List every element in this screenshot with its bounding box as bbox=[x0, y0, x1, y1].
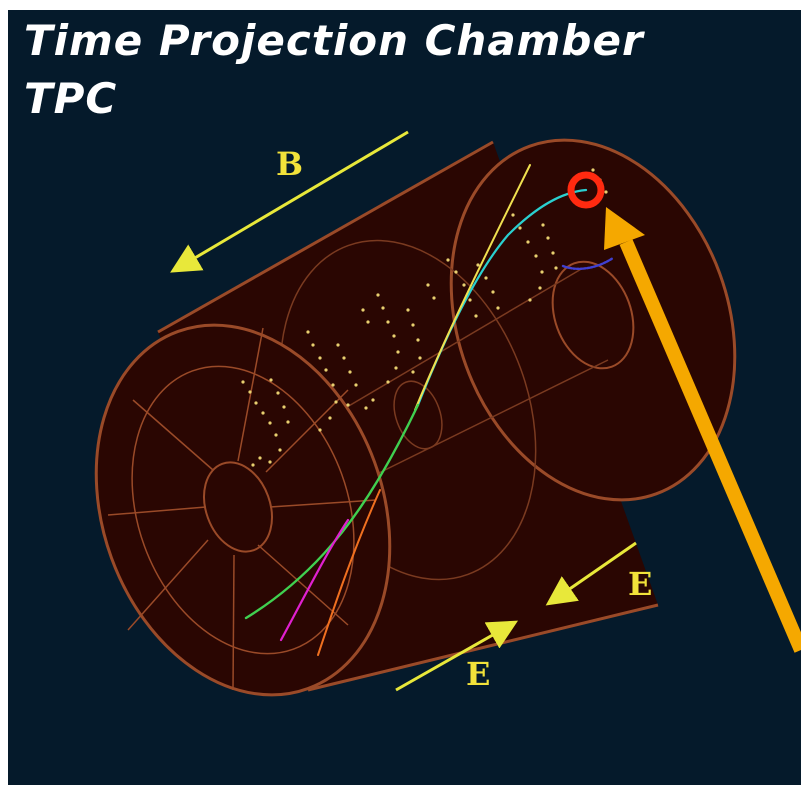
title-line-2: TPC bbox=[24, 74, 118, 123]
inner-field-cage-front bbox=[203, 461, 273, 553]
track-blue bbox=[561, 256, 615, 270]
back-endcap bbox=[449, 138, 737, 502]
e-field-arrow-lower bbox=[395, 620, 519, 692]
e-field-label-lower: E bbox=[466, 655, 490, 693]
front-endcap-inner-ring bbox=[131, 365, 355, 655]
title-line-1: Time Projection Chamber bbox=[24, 16, 644, 65]
field-arrows: B E E bbox=[170, 130, 652, 693]
e-field-label-upper: E bbox=[628, 565, 652, 603]
e-field-arrow-upper bbox=[545, 541, 637, 606]
cylinder-bottom-edge bbox=[307, 603, 659, 692]
chamber-cylinder bbox=[94, 138, 737, 697]
inner-field-cage-back bbox=[551, 260, 635, 370]
tpc-drawing: B E E bbox=[94, 130, 801, 697]
track-yellow bbox=[414, 164, 531, 411]
track-orange bbox=[317, 489, 381, 656]
front-endcap-sectors bbox=[107, 327, 377, 691]
particle-tracks bbox=[244, 164, 615, 656]
highlight-annotation bbox=[567, 171, 801, 653]
track-green bbox=[244, 403, 420, 620]
track-magenta bbox=[279, 518, 350, 642]
cylinder-top-edge bbox=[157, 140, 494, 334]
pointer-arrow-head bbox=[604, 207, 645, 250]
b-field-arrow bbox=[170, 130, 409, 273]
hit-points bbox=[241, 168, 608, 467]
pointer-arrow-shaft bbox=[619, 239, 801, 653]
b-field-label: B bbox=[276, 145, 303, 183]
tpc-diagram-panel: Time Projection Chamber TPC bbox=[8, 10, 801, 785]
highlight-circle bbox=[567, 171, 605, 209]
